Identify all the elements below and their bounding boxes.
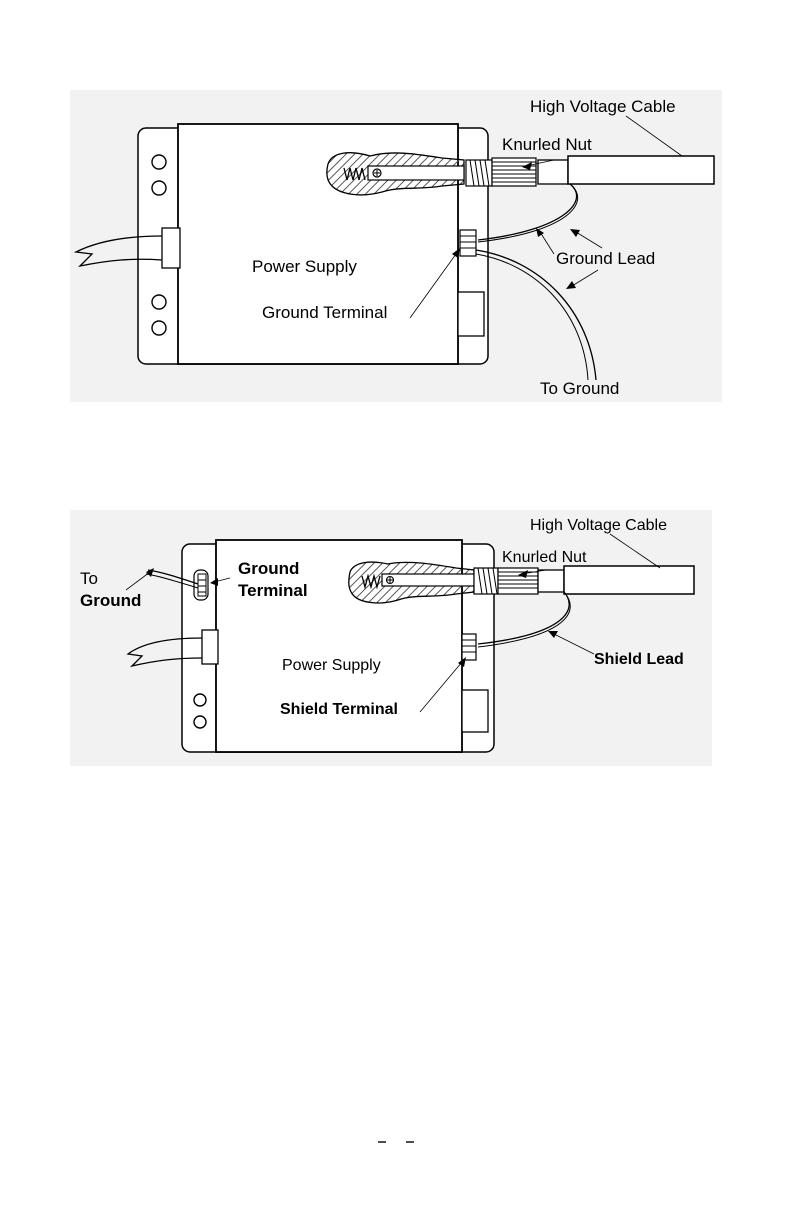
label-power-supply: Power Supply: [252, 257, 357, 276]
center-pin: [382, 574, 474, 586]
mounting-hole: [194, 694, 206, 706]
page-marks: [372, 1136, 422, 1148]
label-to-ground: To Ground: [540, 379, 619, 398]
label-ground-terminal-line1: Ground: [238, 559, 299, 578]
label-shield-terminal: Shield Terminal: [280, 701, 398, 718]
mounting-hole: [152, 321, 166, 335]
label-ground-terminal: Ground Terminal: [262, 303, 387, 322]
label-high-voltage-cable: High Voltage Cable: [530, 517, 667, 534]
diagram-1-svg: High Voltage Cable Knurled Nut Power Sup…: [70, 90, 722, 402]
figure-ground-lead-connection: High Voltage Cable Knurled Nut Power Sup…: [70, 90, 722, 402]
input-grommet: [202, 630, 218, 664]
ground-terminal-post: [198, 574, 206, 596]
mounting-hole: [152, 181, 166, 195]
center-pin: [368, 166, 464, 180]
label-high-voltage-cable: High Voltage Cable: [530, 97, 676, 116]
high-voltage-cable: [564, 566, 694, 594]
mounting-hole: [152, 155, 166, 169]
label-shield-lead: Shield Lead: [594, 651, 684, 668]
cable-clamp: [462, 690, 488, 732]
cable-clamp: [458, 292, 484, 336]
figure-shield-lead-connection: High Voltage Cable Knurled Nut To Ground…: [70, 510, 712, 766]
label-to: To: [80, 569, 98, 588]
cable-ferrule: [538, 160, 568, 184]
high-voltage-cable: [568, 156, 714, 184]
mounting-hole: [152, 295, 166, 309]
label-power-supply: Power Supply: [282, 657, 381, 674]
cable-ferrule: [538, 570, 564, 592]
ground-terminal-post: [460, 230, 476, 256]
label-ground: Ground: [80, 591, 141, 610]
label-knurled-nut: Knurled Nut: [502, 549, 587, 566]
label-knurled-nut: Knurled Nut: [502, 135, 592, 154]
label-ground-lead: Ground Lead: [556, 249, 655, 268]
label-ground-terminal-line2: Terminal: [238, 581, 308, 600]
shield-terminal-post: [462, 634, 476, 660]
mounting-hole: [194, 716, 206, 728]
diagram-2-svg: High Voltage Cable Knurled Nut To Ground…: [70, 510, 712, 766]
input-grommet: [162, 228, 180, 268]
